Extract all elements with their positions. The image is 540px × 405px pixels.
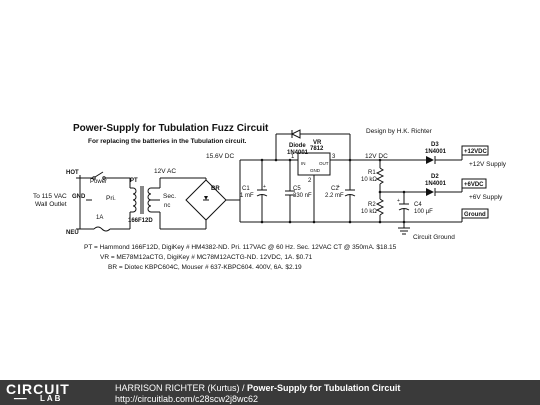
neu-label: NEU: [66, 230, 79, 236]
c4-value: 100 µF: [414, 209, 433, 215]
gnd-label: GND: [72, 194, 86, 200]
power-switch: Power: [86, 171, 131, 188]
c1-plus: +: [263, 184, 266, 190]
circuitlab-logo[interactable]: CIRCUIT ━━━ LAB: [6, 382, 106, 403]
port-ground-label: Ground: [464, 212, 486, 218]
capacitor-c1: + C1 1 mF: [240, 160, 268, 222]
transformer-part-label: 166F12D: [128, 218, 153, 224]
c2-value: 2.2 mF: [325, 193, 344, 199]
footer-title-line: HARRISON RICHTER (Kurtus) / Power-Supply…: [115, 383, 400, 393]
vr-pin2: 2: [308, 178, 312, 184]
footer-separator: /: [239, 383, 248, 393]
sec-label: Sec.: [163, 193, 176, 200]
d3-label: D3: [431, 142, 439, 148]
hot-label: HOT: [66, 170, 79, 176]
resistor-r1: R1 10 kΩ: [361, 160, 385, 192]
footer-url[interactable]: http://circuitlab.com/c28scw2j8wc62: [115, 394, 259, 404]
vr-gnd-label: GND: [310, 168, 321, 173]
port-12v: +12VDC +12V Supply: [461, 145, 507, 168]
d3-part-label: 1N4001: [425, 149, 447, 155]
diagram-subtitle: For replacing the batteries in the Tubul…: [88, 138, 247, 145]
outlet-label-2: Wall Outlet: [35, 201, 67, 208]
rail-out-label: 12V DC: [365, 153, 388, 160]
vr-part-label: 7812: [310, 146, 324, 152]
c4-plus: +: [397, 198, 400, 204]
bridge-rectifier: BR: [185, 160, 241, 229]
circuit-ground-label: Circuit Ground: [413, 234, 455, 241]
port-12v-label: +12VDC: [464, 149, 488, 155]
rail-in-label: 15.6V DC: [206, 153, 234, 160]
capacitor-c4: + C4 100 µF: [397, 192, 433, 222]
ac-voltage-label: 12V AC: [154, 168, 176, 175]
logo-top-text: CIRCUIT: [6, 381, 70, 397]
vr-in-label: IN: [301, 161, 306, 166]
c2-plus: +: [337, 184, 340, 190]
outlet-label-1: To 115 VAC: [33, 193, 67, 200]
r1-label: R1: [368, 170, 376, 176]
logo-bolt-icon: ━━━: [14, 396, 27, 403]
fuse-label: 1A: [96, 215, 103, 221]
pt-label: PT: [130, 178, 138, 184]
footer-bar: CIRCUIT ━━━ LAB HARRISON RICHTER (Kurtus…: [0, 380, 540, 405]
logo-bottom-text: LAB: [40, 394, 63, 403]
mid-node: [378, 190, 420, 194]
circuit-ground: Circuit Ground: [398, 217, 463, 241]
diode-d2: D2 1N4001: [420, 174, 462, 196]
capacitor-c2: + C2 2.2 mF: [325, 160, 356, 222]
supply-12v-label: +12V Supply: [469, 161, 507, 168]
c5-value: 330 nF: [293, 193, 312, 199]
c4-label: C4: [414, 202, 422, 208]
footer-project[interactable]: Power-Supply for Tubulation Circuit: [247, 383, 401, 393]
c1-value: 1 mF: [240, 193, 254, 199]
note-vr: VR = ME78M12aCTG, DigiKey # MC78M12ACTG-…: [100, 254, 313, 261]
diode-d3: D3 1N4001: [420, 142, 462, 164]
note-pt: PT = Hammond 166F12D, DigiKey # HM4382-N…: [84, 244, 397, 251]
power-label: Power: [90, 179, 107, 185]
pri-label: Pri.: [106, 195, 116, 202]
r2-label: R2: [368, 202, 376, 208]
footer-author[interactable]: HARRISON RICHTER (Kurtus): [115, 383, 240, 393]
supply-6v-label: +6V Supply: [469, 194, 503, 201]
schematic-canvas: Power-Supply for Tubulation Fuzz Circuit…: [33, 123, 507, 271]
d2-label: D2: [431, 174, 439, 180]
diode-name-label: Diode: [289, 143, 306, 149]
vr-pin3: 3: [332, 154, 336, 160]
nc-label: nc: [164, 203, 170, 209]
resistor-r2: R2 10 kΩ: [361, 192, 385, 222]
vr-out-label: OUT: [319, 161, 329, 166]
port-6v-label: +6VDC: [464, 182, 484, 188]
ground-bus: [239, 200, 406, 224]
port-6v: +6VDC +6V Supply: [461, 178, 503, 201]
c2-label: C2: [331, 186, 339, 192]
voltage-regulator: VR 7812 IN OUT GND 1 3 2: [291, 140, 420, 222]
fuse: 1A: [86, 212, 131, 232]
r1-value: 10 kΩ: [361, 177, 377, 183]
d2-part-label: 1N4001: [425, 181, 447, 187]
design-credit: Design by H.K. Richter: [366, 128, 433, 135]
c5-label: C5: [293, 186, 301, 192]
transformer-pt: PT Pri. Sec. nc 166F12D 12V AC: [106, 168, 206, 230]
c1-label: C1: [242, 186, 250, 192]
note-br: BR = Diotec KBPC604C, Mouser # 637-KBPC6…: [108, 264, 302, 271]
rail-15v: 15.6V DC: [206, 133, 298, 162]
port-ground: Ground: [461, 208, 489, 219]
vr-label: VR: [313, 140, 322, 146]
diagram-title: Power-Supply for Tubulation Fuzz Circuit: [73, 123, 269, 134]
r2-value: 10 kΩ: [361, 209, 377, 215]
vr-pin1: 1: [291, 154, 295, 160]
capacitor-c5: C5 330 nF: [285, 160, 312, 222]
wall-outlet: HOT GND NEU To 115 VAC Wall Outlet: [33, 170, 92, 236]
